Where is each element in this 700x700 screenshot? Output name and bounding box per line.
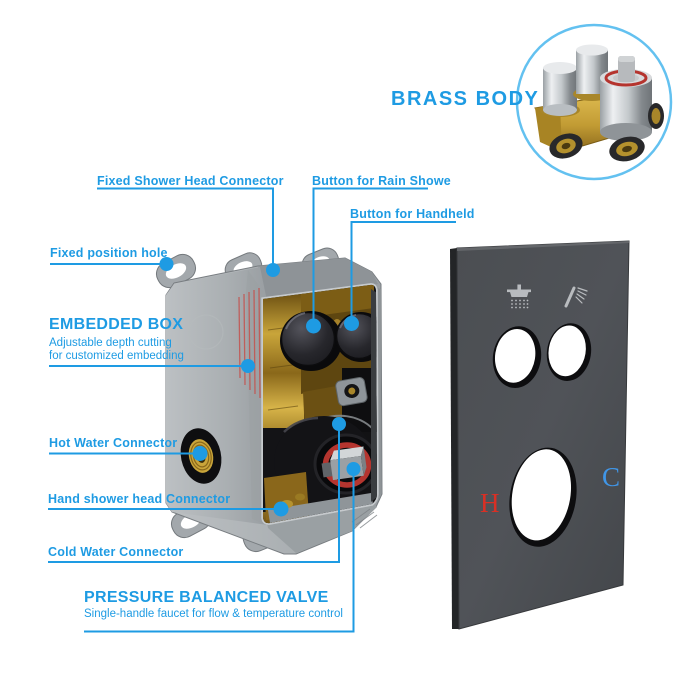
hand-shower-icon <box>564 286 588 308</box>
line-cold-water <box>48 428 340 563</box>
line-handheld-button <box>350 221 456 320</box>
brass-body-render <box>534 44 664 162</box>
cold-letter: C <box>602 462 620 492</box>
callout-dots <box>159 257 361 517</box>
callout-fixed-shower-head: Fixed Shower Head Connector <box>97 174 284 188</box>
brass-body-inset <box>515 23 673 181</box>
line-pressure-valve <box>84 473 355 633</box>
callout-hot-water: Hot Water Connector <box>49 436 178 450</box>
callout-fixed-position-hole: Fixed position hole <box>50 246 168 260</box>
callout-pressure-valve-sub: Single-handle faucet for flow & temperat… <box>84 608 343 620</box>
depth-cut-lines <box>238 287 261 399</box>
callout-cold-water: Cold Water Connector <box>48 545 184 559</box>
faceplate-hole-rain <box>492 326 542 389</box>
line-fixed-shower-head <box>97 187 274 266</box>
callout-embedded-box-title: EMBEDDED BOX <box>49 316 184 333</box>
inner-bracket <box>335 377 368 407</box>
embedded-box-render <box>155 247 383 555</box>
callout-hand-shower: Hand shower head Connector <box>48 492 231 506</box>
faceplate-hole-valve <box>509 447 577 547</box>
hot-letter: H <box>480 488 500 518</box>
line-rain-button <box>312 187 428 323</box>
brass-body-label: BRASS BODY <box>391 88 540 110</box>
callout-lines <box>48 187 456 633</box>
faceplate-render: H C <box>450 240 630 630</box>
callout-embedded-box-sub2: for customized embedding <box>49 350 184 362</box>
callout-embedded-box-sub1: Adjustable depth cutting <box>49 337 172 349</box>
callout-rain-button: Button for Rain Showe <box>312 174 451 188</box>
callout-handheld-button: Button for Handheld <box>350 207 475 221</box>
callout-pressure-valve-title: PRESSURE BALANCED VALVE <box>84 589 329 606</box>
faceplate-hole-hand <box>546 323 592 382</box>
rain-button-render <box>280 311 336 367</box>
rain-shower-icon <box>507 284 531 309</box>
